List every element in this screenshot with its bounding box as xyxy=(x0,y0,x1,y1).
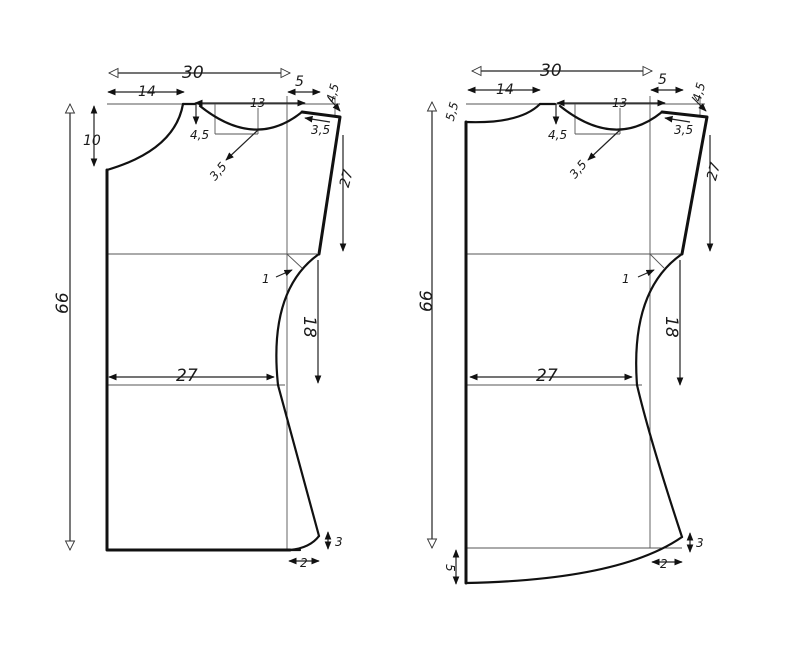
label-front-neck-depth: 4,5 xyxy=(190,128,209,142)
pattern-outline xyxy=(464,102,709,585)
label-shoulder-extra: 5 xyxy=(658,72,667,88)
dimension-labels: 30 14 5 13 4,5 4,5 3,5 3,5 27 5,5 66 1 1… xyxy=(417,61,724,572)
pattern-left: 30 14 5 13 4,5 4,5 3,5 3,5 27 10 66 1 18… xyxy=(53,63,357,570)
dimension-labels: 30 14 5 13 4,5 4,5 3,5 3,5 27 10 66 1 18… xyxy=(53,63,357,570)
label-back-neck-depth: 5,5 xyxy=(443,100,461,122)
label-shoulder-drop: 4,5 xyxy=(323,82,341,104)
label-front-neck-depth: 4,5 xyxy=(548,128,567,142)
label-total-length: 66 xyxy=(53,292,73,314)
label-side-to-waist: 18 xyxy=(299,316,319,338)
label-shoulder-offset: 14 xyxy=(496,82,514,98)
label-neck-diagonal: 3,5 xyxy=(207,160,230,184)
label-side-to-waist: 18 xyxy=(661,316,681,338)
label-shoulder-extra: 5 xyxy=(295,74,304,90)
label-hem-drop: 5 xyxy=(443,564,457,572)
label-hem-rise: 3 xyxy=(335,535,343,549)
dimension-lines xyxy=(432,71,714,585)
label-total-width: 30 xyxy=(182,63,204,83)
label-neck-width: 13 xyxy=(612,96,627,110)
label-armhole-depth: 27 xyxy=(337,168,357,189)
pattern-outline xyxy=(105,102,342,552)
label-shoulder-drop: 4,5 xyxy=(690,81,708,103)
label-neck-diagonal: 3,5 xyxy=(567,158,590,182)
label-hem-offset: 2 xyxy=(300,556,308,570)
label-waist-width: 27 xyxy=(176,366,198,386)
label-armhole-offset: 1 xyxy=(262,272,270,286)
label-total-width: 30 xyxy=(540,61,562,81)
dimension-lines xyxy=(70,73,347,565)
pattern-right: 30 14 5 13 4,5 4,5 3,5 3,5 27 5,5 66 1 1… xyxy=(417,61,724,585)
label-total-length: 66 xyxy=(417,290,437,312)
label-waist-width: 27 xyxy=(536,366,558,386)
label-hem-rise: 3 xyxy=(696,536,704,550)
label-shoulder-slope: 3,5 xyxy=(311,123,330,137)
label-back-neck-depth: 10 xyxy=(83,133,101,149)
label-hem-offset: 2 xyxy=(660,557,668,571)
label-armhole-offset: 1 xyxy=(622,272,630,286)
label-armhole-depth: 27 xyxy=(704,161,724,182)
label-neck-width: 13 xyxy=(250,96,265,110)
label-shoulder-slope: 3,5 xyxy=(674,123,693,137)
label-shoulder-offset: 14 xyxy=(138,84,156,100)
